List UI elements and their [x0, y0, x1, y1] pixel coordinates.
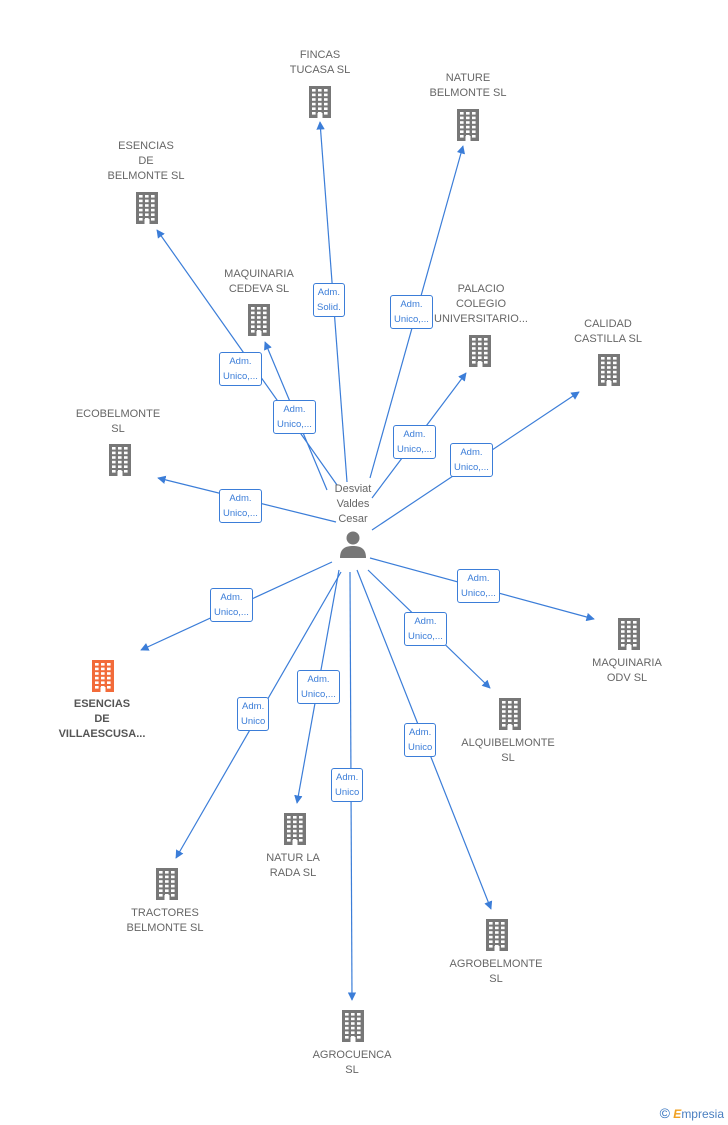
company-calidad-castilla[interactable]: CALIDAD CASTILLA SL [543, 317, 673, 347]
building-icon [248, 304, 270, 336]
relation-badge-agrobelmonte[interactable]: Adm. Unico [404, 723, 437, 757]
copyright-symbol: © [659, 1105, 670, 1121]
company-label: ESENCIAS DE BELMONTE SL [107, 140, 185, 182]
company-label: MAQUINARIA CEDEVA SL [224, 268, 294, 295]
building-icon [156, 868, 178, 900]
company-label: ESENCIAS DE VILLAESCUSA... [58, 698, 146, 740]
company-ecobelmonte[interactable]: ECOBELMONTE SL [53, 407, 183, 437]
company-label: AGROBELMONTE SL [449, 958, 543, 985]
company-label: AGROCUENCA SL [312, 1049, 392, 1076]
person-icon [340, 531, 366, 558]
person-node[interactable]: Desviat Valdes Cesar [323, 482, 383, 559]
relation-badge-nature-belmonte[interactable]: Adm. Unico,... [390, 295, 433, 329]
company-label: NATURE BELMONTE SL [429, 72, 507, 99]
building-icon [499, 698, 521, 730]
company-esencias-belmonte[interactable]: ESENCIAS DE BELMONTE SL [81, 139, 211, 184]
company-label: FINCAS TUCASA SL [289, 49, 351, 76]
relation-badge-maquinaria-odv[interactable]: Adm. Unico,... [457, 569, 500, 603]
relation-badge-alquibelmonte[interactable]: Adm. Unico,... [404, 612, 447, 646]
building-icon [486, 919, 508, 951]
building-icon [598, 354, 620, 386]
building-icon [284, 813, 306, 845]
company-label: MAQUINARIA ODV SL [592, 657, 662, 684]
brand-name: mpresia [681, 1107, 724, 1121]
relation-badge-esencias-belmonte[interactable]: Adm. Unico,... [219, 352, 262, 386]
relation-badge-maquinaria-cedeva[interactable]: Adm. Unico,... [273, 400, 316, 434]
building-icon [457, 109, 479, 141]
building-icon [136, 192, 158, 224]
building-icon [618, 618, 640, 650]
building-icon [342, 1010, 364, 1042]
relation-badge-esencias-villaescusa[interactable]: Adm. Unico,... [210, 588, 253, 622]
company-tractores-belmonte[interactable]: TRACTORES BELMONTE SL [100, 906, 230, 936]
company-palacio-colegio[interactable]: PALACIO COLEGIO UNIVERSITARIO... [416, 282, 546, 327]
company-agrobelmonte[interactable]: AGROBELMONTE SL [431, 957, 561, 987]
company-label: PALACIO COLEGIO UNIVERSITARIO... [434, 283, 528, 325]
relation-badge-ecobelmonte[interactable]: Adm. Unico,... [219, 489, 262, 523]
relation-badge-fincas-tucasa[interactable]: Adm. Solid. [313, 283, 345, 317]
company-label: CALIDAD CASTILLA SL [574, 318, 642, 345]
company-agrocuenca[interactable]: AGROCUENCA SL [287, 1048, 417, 1078]
company-label: ECOBELMONTE SL [75, 408, 161, 435]
company-fincas-tucasa[interactable]: FINCAS TUCASA SL [255, 48, 385, 78]
company-natur-la-rada[interactable]: NATUR LA RADA SL [228, 851, 358, 881]
company-maquinaria-odv[interactable]: MAQUINARIA ODV SL [562, 656, 692, 686]
relation-badge-agrocuenca[interactable]: Adm. Unico [331, 768, 364, 802]
building-icon [469, 335, 491, 367]
person-name: Desviat Valdes Cesar [334, 483, 372, 525]
relation-badge-calidad-castilla[interactable]: Adm. Unico,... [450, 443, 493, 477]
building-icon [109, 444, 131, 476]
company-label: NATUR LA RADA SL [266, 852, 320, 879]
company-label: ALQUIBELMONTE SL [461, 737, 555, 764]
company-maquinaria-cedeva[interactable]: MAQUINARIA CEDEVA SL [194, 267, 324, 297]
building-icon [92, 660, 114, 692]
empresia-watermark: © Empresia [660, 1105, 724, 1121]
relation-badge-palacio-colegio[interactable]: Adm. Unico,... [393, 425, 436, 459]
building-icon [309, 86, 331, 118]
company-nature-belmonte[interactable]: NATURE BELMONTE SL [403, 71, 533, 101]
company-esencias-villaescusa[interactable]: ESENCIAS DE VILLAESCUSA... [37, 697, 167, 742]
relation-badge-tractores-belmonte[interactable]: Adm. Unico [237, 697, 270, 731]
company-alquibelmonte[interactable]: ALQUIBELMONTE SL [443, 736, 573, 766]
brand-initial: E [673, 1107, 682, 1121]
relation-badge-natur-la-rada[interactable]: Adm. Unico,... [297, 670, 340, 704]
company-label: TRACTORES BELMONTE SL [126, 907, 204, 934]
